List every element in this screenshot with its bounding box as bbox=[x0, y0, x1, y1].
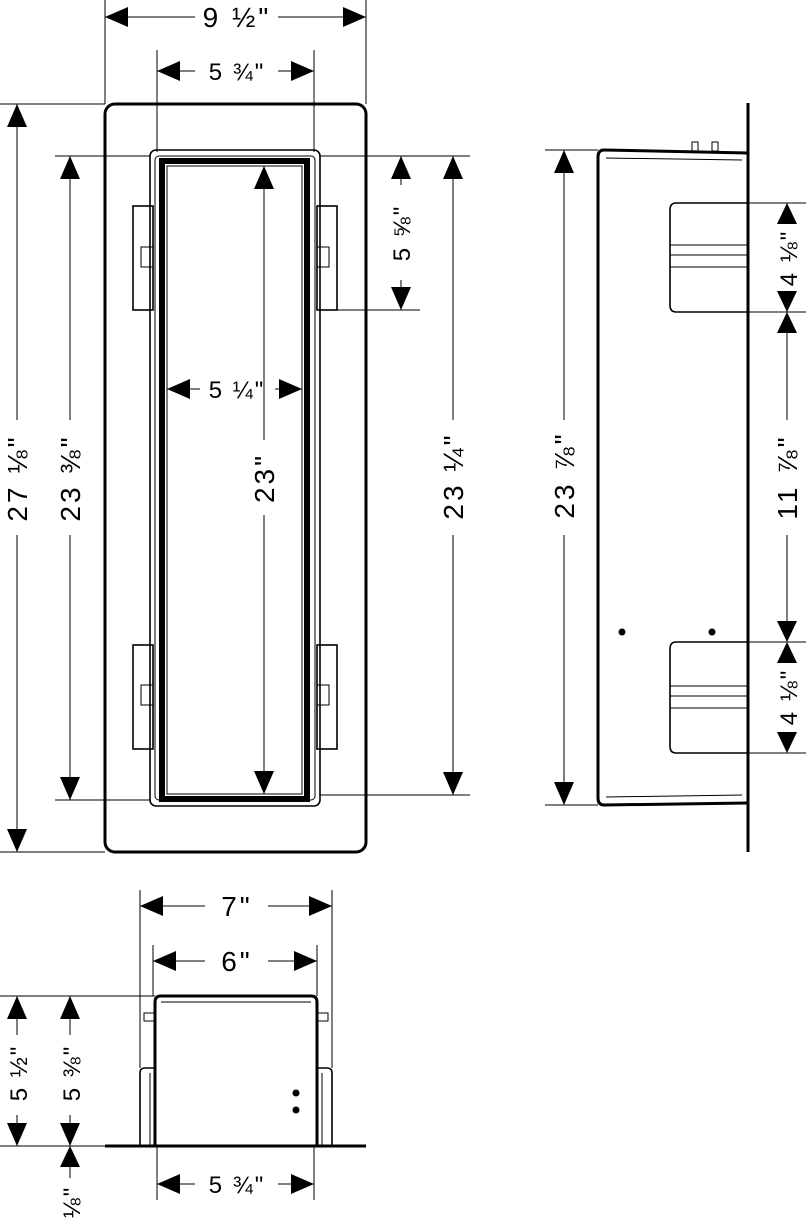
dim-inner-height: 23" bbox=[249, 453, 280, 503]
dim-bottom-outer-depth: 5 ½" bbox=[6, 1045, 33, 1102]
dim-bottom-outer-width: 7" bbox=[221, 891, 253, 922]
dim-frame-width: 5 ¾" bbox=[209, 59, 266, 86]
dim-overall-height: 27 ⅛" bbox=[2, 434, 33, 521]
dim-bracket-height: 5 ⅝" bbox=[389, 205, 416, 262]
front-view: 9 ½" 5 ¾" 27 ⅛" 23 ⅜" 5 ¼" 23" bbox=[0, 0, 470, 854]
side-body bbox=[596, 148, 749, 807]
dim-bottom-inner-depth: 5 ⅜" bbox=[59, 1045, 86, 1102]
front-bracket-bottom-left bbox=[132, 644, 154, 750]
dim-side-top-bracket: 4 ⅛" bbox=[776, 230, 803, 287]
dim-bottom-inner-width: 6" bbox=[221, 946, 253, 977]
dim-overall-width: 9 ½" bbox=[203, 2, 272, 33]
dim-side-bottom-bracket: 4 ⅛" bbox=[776, 669, 803, 726]
front-outer-plate bbox=[103, 102, 368, 854]
dim-bottom-flange: ⅛" bbox=[59, 1186, 86, 1219]
front-frame-body bbox=[149, 149, 321, 807]
bottom-view: 7" 6" 5 ¾" 5 ½" 5 ⅜" ⅛" bbox=[0, 890, 366, 1218]
front-frame-inner bbox=[154, 155, 316, 801]
front-inner-opening-edge bbox=[166, 165, 303, 795]
dim-side-middle-span: 11 ⅞" bbox=[772, 434, 803, 519]
dim-bottom-base-width: 5 ¾" bbox=[209, 1172, 266, 1199]
bottom-body bbox=[153, 994, 319, 1146]
dim-inner-width: 5 ¼" bbox=[209, 377, 266, 404]
front-inner-opening bbox=[159, 158, 310, 802]
front-bracket-bottom-right bbox=[316, 644, 338, 750]
dim-frame-height: 23 ¼" bbox=[438, 432, 469, 519]
dim-body-height: 23 ⅜" bbox=[55, 434, 86, 521]
dim-side-height: 23 ⅞" bbox=[549, 431, 580, 518]
front-bracket-top-left bbox=[132, 205, 154, 311]
front-bracket-top-right bbox=[316, 205, 338, 311]
side-bracket-top bbox=[669, 202, 749, 313]
side-bracket-bottom bbox=[669, 641, 749, 754]
side-view: 23 ⅞" 4 ⅛" 11 ⅞" 4 ⅛" bbox=[545, 103, 806, 852]
